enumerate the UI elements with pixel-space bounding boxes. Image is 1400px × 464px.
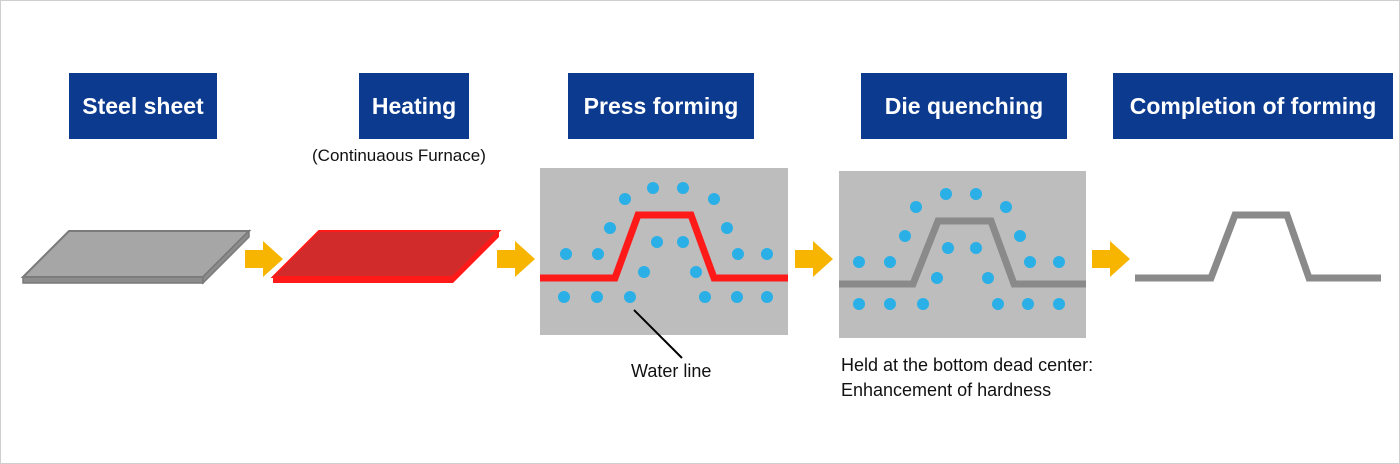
arrow-4 (1092, 241, 1130, 277)
water-line-label: Water line (631, 361, 712, 381)
completed-formed-part (1135, 211, 1381, 282)
process-arrows (245, 241, 1130, 277)
quench-die-background (839, 171, 1086, 338)
stage-die-quenching-label: Die quenching (861, 73, 1067, 139)
quenched-sheet-profile (839, 217, 1086, 288)
stage-press-forming-label: Press forming (568, 73, 754, 139)
enhancement-of-hardness-note: Enhancement of hardness (841, 380, 1052, 400)
water-channels (558, 182, 773, 303)
arrow-1 (245, 241, 283, 277)
water-channels-quench (853, 188, 1065, 310)
held-bottom-dead-center-note: Held at the bottom dead center: (841, 355, 1094, 375)
arrow-3 (795, 241, 833, 277)
stage-heating-label: Heating (359, 73, 469, 139)
water-line-pointer (633, 309, 683, 359)
arrow-2 (497, 241, 535, 277)
steel-sheet-plate (20, 229, 252, 285)
hot-formed-sheet-profile (540, 211, 788, 282)
heated-steel-sheet (270, 230, 502, 283)
stage-steel-sheet-label: Steel sheet (69, 73, 217, 139)
press-forming-die (540, 168, 788, 359)
heating-furnace-note: (Continuaous Furnace) (312, 146, 486, 165)
die-quenching-die (839, 171, 1086, 338)
stage-completion-label: Completion of forming (1113, 73, 1393, 139)
press-die-background (540, 168, 788, 335)
